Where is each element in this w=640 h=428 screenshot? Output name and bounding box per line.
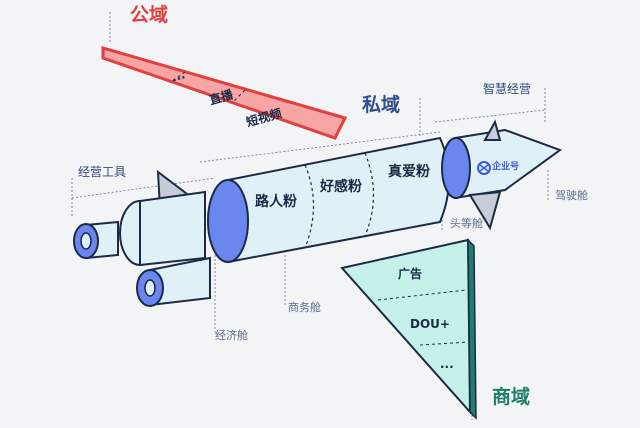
brand-icon — [477, 161, 491, 175]
public-panel-edge — [101, 46, 348, 140]
segment-favor: 好感粉 — [320, 179, 362, 195]
segment-passerby: 路人粉 — [255, 194, 297, 210]
private-title: 私域 — [362, 94, 401, 116]
brand-logo-text: 企业号 — [492, 162, 520, 172]
rear-engine-body — [139, 190, 206, 267]
callout-smart: 智慧经营 — [483, 82, 532, 96]
tools-bracket — [71, 177, 216, 199]
segment-divider-2 — [364, 152, 375, 237]
public-item-1: ... — [169, 67, 187, 85]
callout-first-class: 头等舱 — [450, 217, 483, 230]
commercial-panel — [340, 238, 472, 415]
bottom-fin — [468, 190, 502, 231]
smart-bracket — [434, 109, 546, 123]
top-fin — [483, 119, 502, 141]
segment-divider-1 — [304, 164, 315, 249]
commercial-title: 商域 — [492, 386, 531, 408]
commercial-item-3: ... — [440, 357, 454, 371]
cockpit-window — [441, 137, 471, 199]
segment-true-love: 真爱粉 — [388, 164, 430, 180]
main-body-front — [207, 179, 249, 263]
callout-business-class: 商务舱 — [288, 301, 321, 314]
commercial-item-1: 广告 — [398, 267, 423, 281]
public-title: 公域 — [130, 4, 169, 26]
private-bracket-top — [199, 131, 441, 163]
callout-economy-class: 经济舱 — [215, 329, 248, 342]
commercial-item-2: DOU+ — [410, 317, 450, 331]
callout-tools: 经营工具 — [78, 165, 127, 179]
callout-cockpit: 驾驶舱 — [555, 189, 588, 202]
